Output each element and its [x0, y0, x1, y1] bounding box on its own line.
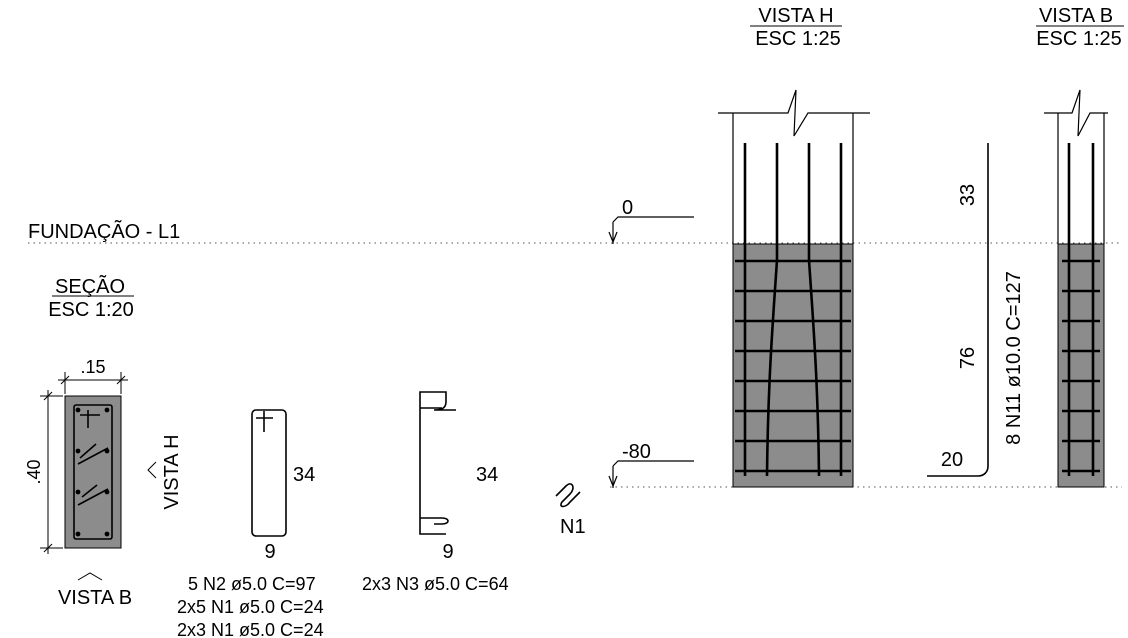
- dimension-width-value: .15: [80, 357, 105, 377]
- section-title: SEÇÃO: [55, 274, 125, 298]
- section-scale: ESC 1:20: [48, 299, 134, 321]
- view-b-scale: ESC 1:25: [1036, 28, 1122, 50]
- dimension-height: .40: [24, 390, 63, 554]
- stirrup-width: 9: [264, 541, 275, 563]
- bar-mid-length: 76: [957, 347, 979, 369]
- level-name: FUNDAÇÃO - L1: [28, 219, 180, 243]
- bar-n1-detail: N1: [555, 483, 586, 538]
- bar-top-length: 33: [957, 184, 979, 206]
- stirrup-n2-detail: 34 9: [251, 409, 315, 563]
- level-marker-bottom: -80: [608, 441, 694, 488]
- n1-mark: N1: [560, 516, 586, 538]
- section-title-block: SEÇÃO ESC 1:20: [48, 274, 134, 321]
- schedule-n2: 5 N2 ø5.0 C=97: [188, 574, 316, 594]
- view-h-elevation: [718, 89, 870, 488]
- bar-spec: 8 N11 ø10.0 C=127: [1003, 271, 1025, 445]
- level-top-value: 0: [622, 197, 633, 219]
- bar-hook-length: 20: [941, 449, 963, 471]
- schedule-n1a: 2x5 N1 ø5.0 C=24: [177, 597, 324, 617]
- schedule-n1b: 2x3 N1 ø5.0 C=24: [177, 620, 324, 638]
- view-h-marker: VISTA H: [147, 434, 183, 510]
- cross-section: [64, 395, 122, 549]
- schedule-n3: 2x3 N3 ø5.0 C=64: [362, 574, 509, 594]
- bar-n3-detail: 34 9: [419, 391, 498, 563]
- view-h-title-block: VISTA H ESC 1:25: [750, 5, 842, 50]
- view-h-marker-label: VISTA H: [161, 434, 183, 509]
- view-b-marker-label: VISTA B: [58, 587, 132, 609]
- longitudinal-bar-detail: 33 76 20 8 N11 ø10.0 C=127: [927, 143, 1025, 477]
- dimension-width: .15: [58, 357, 128, 394]
- view-b-title: VISTA B: [1039, 5, 1113, 27]
- dimension-height-value: .40: [24, 459, 44, 484]
- view-b-marker: VISTA B: [58, 572, 132, 609]
- view-h-scale: ESC 1:25: [755, 28, 841, 50]
- n3-height: 34: [476, 464, 498, 486]
- view-b-title-block: VISTA B ESC 1:25: [1036, 5, 1124, 50]
- view-b-elevation: [1044, 89, 1108, 488]
- view-h-title: VISTA H: [758, 5, 833, 27]
- level-bottom-value: -80: [622, 441, 651, 463]
- n3-width: 9: [442, 541, 453, 563]
- level-marker-top: 0: [608, 197, 694, 244]
- stirrup-height: 34: [293, 464, 315, 486]
